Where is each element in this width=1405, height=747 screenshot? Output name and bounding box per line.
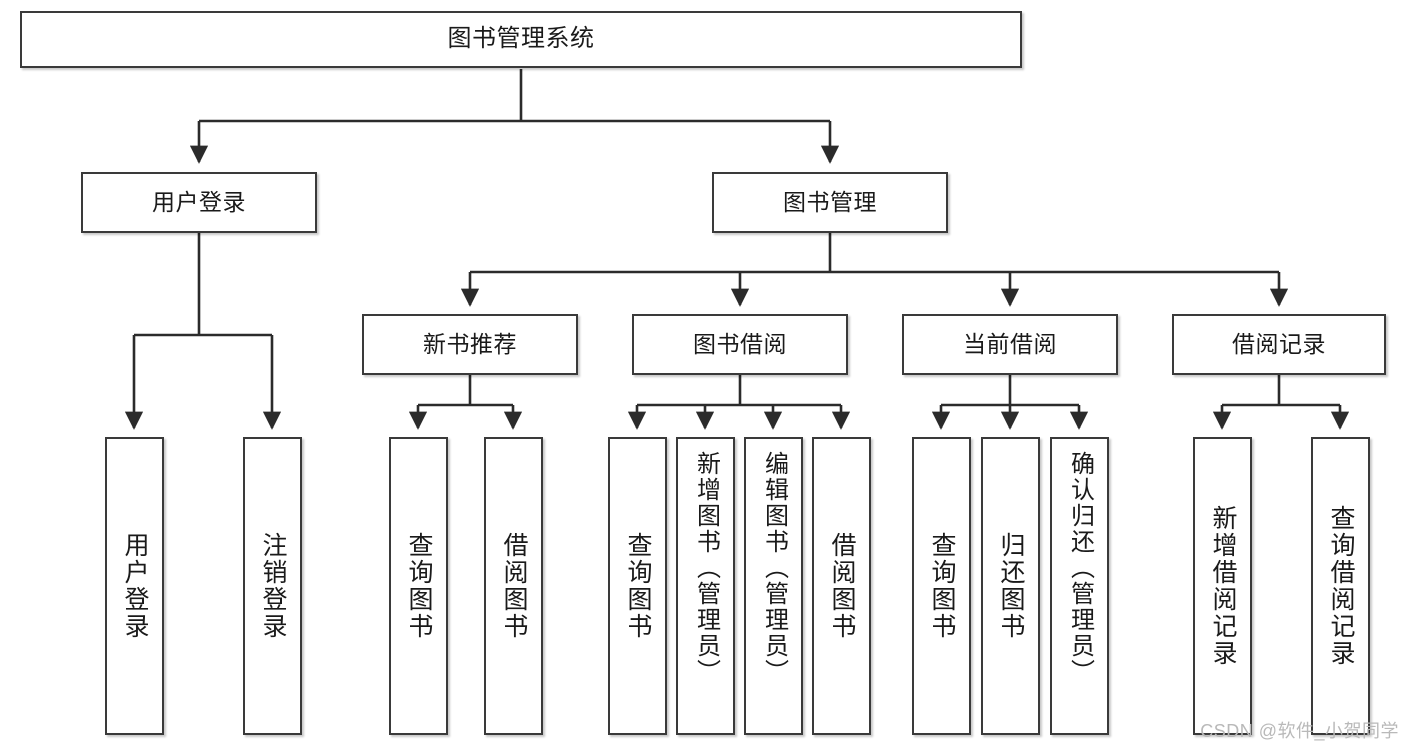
node-book-management[interactable]: 图书管理 <box>712 172 948 233</box>
leaf-return-book[interactable]: 归还图书 <box>981 437 1040 735</box>
leaf-confirm-return-admin[interactable]: 确认归还（管理员） <box>1050 437 1109 735</box>
node-user-login[interactable]: 用户登录 <box>81 172 317 233</box>
node-label: 图书借阅 <box>693 330 787 357</box>
node-borrow-record[interactable]: 借阅记录 <box>1172 314 1386 375</box>
node-new-book-recommend[interactable]: 新书推荐 <box>362 314 578 375</box>
node-label: 注销登录 <box>259 532 287 640</box>
node-label: 查询图书 <box>624 532 652 640</box>
node-root-system[interactable]: 图书管理系统 <box>20 11 1022 68</box>
leaf-add-book-admin[interactable]: 新增图书（管理员） <box>676 437 735 735</box>
leaf-query-book-current[interactable]: 查询图书 <box>912 437 971 735</box>
node-label: 查询图书 <box>405 532 433 640</box>
node-label: 归还图书 <box>997 532 1025 640</box>
node-label: 查询借阅记录 <box>1327 505 1355 667</box>
node-label: 借阅图书 <box>828 532 856 640</box>
leaf-user-login[interactable]: 用户登录 <box>105 437 164 735</box>
node-label: 确认归还（管理员） <box>1066 451 1094 685</box>
leaf-add-borrow-record[interactable]: 新增借阅记录 <box>1193 437 1252 735</box>
watermark: CSDN @软件_小贺同学 <box>1200 721 1399 741</box>
leaf-query-borrow-record[interactable]: 查询借阅记录 <box>1311 437 1370 735</box>
node-current-borrow[interactable]: 当前借阅 <box>902 314 1118 375</box>
leaf-borrow-book[interactable]: 借阅图书 <box>812 437 871 735</box>
node-label: 借阅记录 <box>1232 330 1326 357</box>
node-label: 新增借阅记录 <box>1209 505 1237 667</box>
leaf-query-book-borrow[interactable]: 查询图书 <box>608 437 667 735</box>
node-label: 借阅图书 <box>500 532 528 640</box>
node-label: 新书推荐 <box>423 330 517 357</box>
node-label: 查询图书 <box>928 532 956 640</box>
leaf-logout-login[interactable]: 注销登录 <box>243 437 302 735</box>
node-label: 当前借阅 <box>963 330 1057 357</box>
node-label: 用户登录 <box>121 532 149 640</box>
node-book-borrow[interactable]: 图书借阅 <box>632 314 848 375</box>
node-label: 编辑图书（管理员） <box>760 451 788 685</box>
node-label: 用户登录 <box>152 188 246 215</box>
leaf-borrow-book-recommend[interactable]: 借阅图书 <box>484 437 543 735</box>
leaf-query-book-recommend[interactable]: 查询图书 <box>389 437 448 735</box>
node-label: 新增图书（管理员） <box>692 451 720 685</box>
node-label: 图书管理系统 <box>447 25 595 53</box>
leaf-edit-book-admin[interactable]: 编辑图书（管理员） <box>744 437 803 735</box>
node-label: 图书管理 <box>783 188 877 215</box>
